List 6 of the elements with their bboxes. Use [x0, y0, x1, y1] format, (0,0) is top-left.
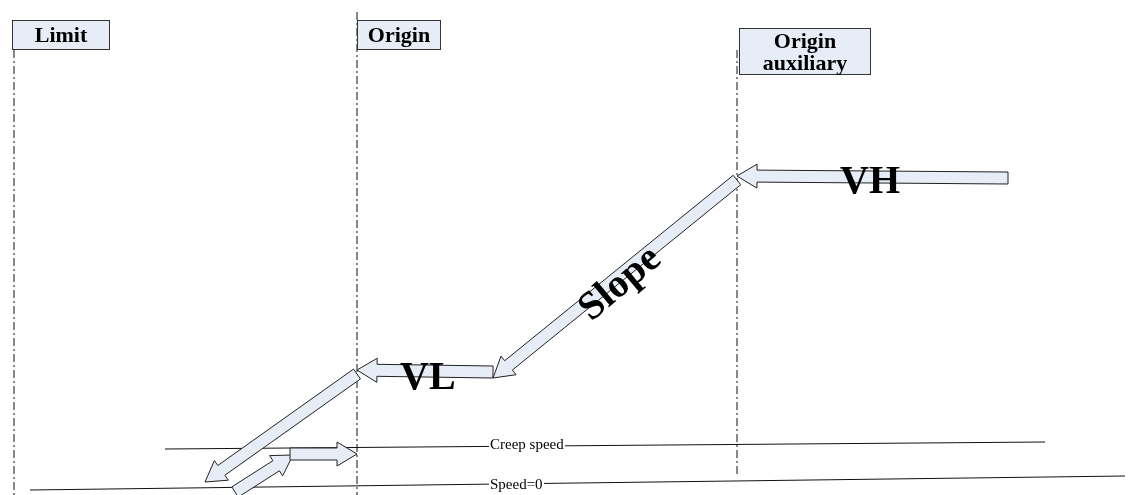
line-label: Speed=0: [489, 477, 544, 492]
position-box: Origin auxiliary: [739, 28, 871, 75]
position-box: Origin: [357, 20, 441, 50]
speed-label: VH: [840, 160, 900, 200]
line-label: Creep speed: [489, 437, 565, 452]
position-box: Limit: [12, 20, 110, 50]
